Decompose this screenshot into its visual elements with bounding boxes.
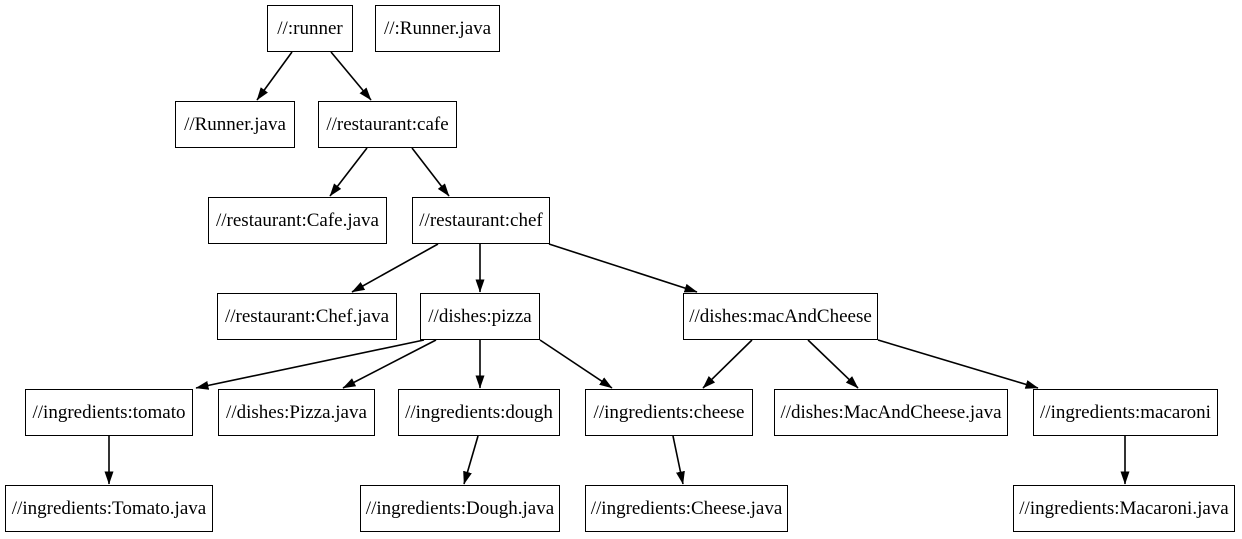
node-root-runner-java: //:Runner.java xyxy=(375,5,500,52)
node-macaroni: //ingredients:macaroni xyxy=(1033,389,1218,436)
edge-dough-to-dough-java xyxy=(463,435,479,485)
edge-pizza-to-pizza-java xyxy=(342,339,437,389)
node-pizza: //dishes:pizza xyxy=(420,293,540,340)
node-dough-java: //ingredients:Dough.java xyxy=(360,485,560,532)
edge-cafe-to-chef xyxy=(411,147,450,197)
node-macaroni-java: //ingredients:Macaroni.java xyxy=(1013,485,1235,532)
edge-mac-and-cheese-to-mac-and-cheese-java xyxy=(807,339,859,389)
edge-mac-and-cheese-to-macaroni xyxy=(877,339,1039,389)
node-tomato: //ingredients:tomato xyxy=(25,389,193,436)
node-runner-java: //Runner.java xyxy=(175,101,295,148)
node-chef-java: //restaurant:Chef.java xyxy=(217,293,397,340)
node-runner: //:runner xyxy=(267,5,353,52)
node-cheese: //ingredients:cheese xyxy=(585,389,753,436)
edge-cheese-to-cheese-java xyxy=(672,435,685,485)
edge-chef-to-chef-java xyxy=(351,243,439,293)
node-dough: //ingredients:dough xyxy=(398,389,560,436)
edge-pizza-to-cheese xyxy=(539,339,613,389)
edge-chef-to-mac-and-cheese xyxy=(548,243,698,293)
node-cafe-java: //restaurant:Cafe.java xyxy=(208,197,387,244)
node-chef: //restaurant:chef xyxy=(412,197,550,244)
edge-mac-and-cheese-to-cheese xyxy=(702,339,753,389)
node-cheese-java: //ingredients:Cheese.java xyxy=(585,485,788,532)
edge-runner-to-cafe xyxy=(330,51,372,101)
node-mac-and-cheese: //dishes:macAndCheese xyxy=(683,293,878,340)
edge-cafe-to-cafe-java xyxy=(329,147,368,197)
edge-pizza-to-tomato xyxy=(195,339,425,390)
node-pizza-java: //dishes:Pizza.java xyxy=(218,389,375,436)
edge-runner-to-runner-java xyxy=(256,51,293,101)
node-tomato-java: //ingredients:Tomato.java xyxy=(5,485,213,532)
node-cafe: //restaurant:cafe xyxy=(318,101,457,148)
node-mac-and-cheese-java: //dishes:MacAndCheese.java xyxy=(774,389,1008,436)
